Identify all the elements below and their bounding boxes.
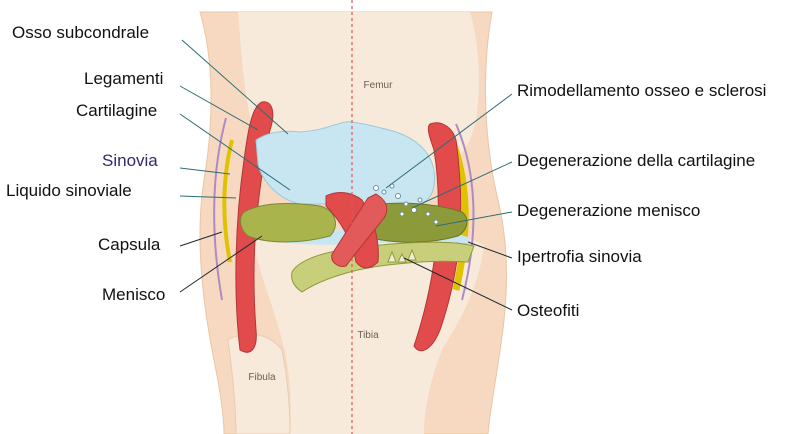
- meniscus-left: [241, 204, 336, 242]
- bone-label-tibia: Tibia: [357, 330, 379, 341]
- label-rimodellamento: Rimodellamento osseo e sclerosi: [517, 81, 766, 100]
- label-osteofiti: Osteofiti: [517, 301, 579, 320]
- label-cartilagine: Cartilagine: [76, 101, 157, 120]
- bone-label-femur: Femur: [364, 80, 394, 91]
- label-ipertrofia-sinovia: Ipertrofia sinovia: [517, 247, 642, 266]
- label-degenerazione-cartilagine: Degenerazione della cartilagine: [517, 151, 755, 170]
- bone-label-fibula: Fibula: [248, 372, 276, 383]
- label-capsula: Capsula: [98, 235, 161, 254]
- label-sinovia: Sinovia: [102, 151, 158, 170]
- fibula-bone: [228, 334, 290, 434]
- label-liquido-sinoviale: Liquido sinoviale: [6, 181, 132, 200]
- label-osso-subcondrale: Osso subcondrale: [12, 23, 149, 42]
- label-legamenti: Legamenti: [84, 69, 163, 88]
- label-degenerazione-menisco: Degenerazione menisco: [517, 201, 700, 220]
- label-menisco: Menisco: [102, 285, 165, 304]
